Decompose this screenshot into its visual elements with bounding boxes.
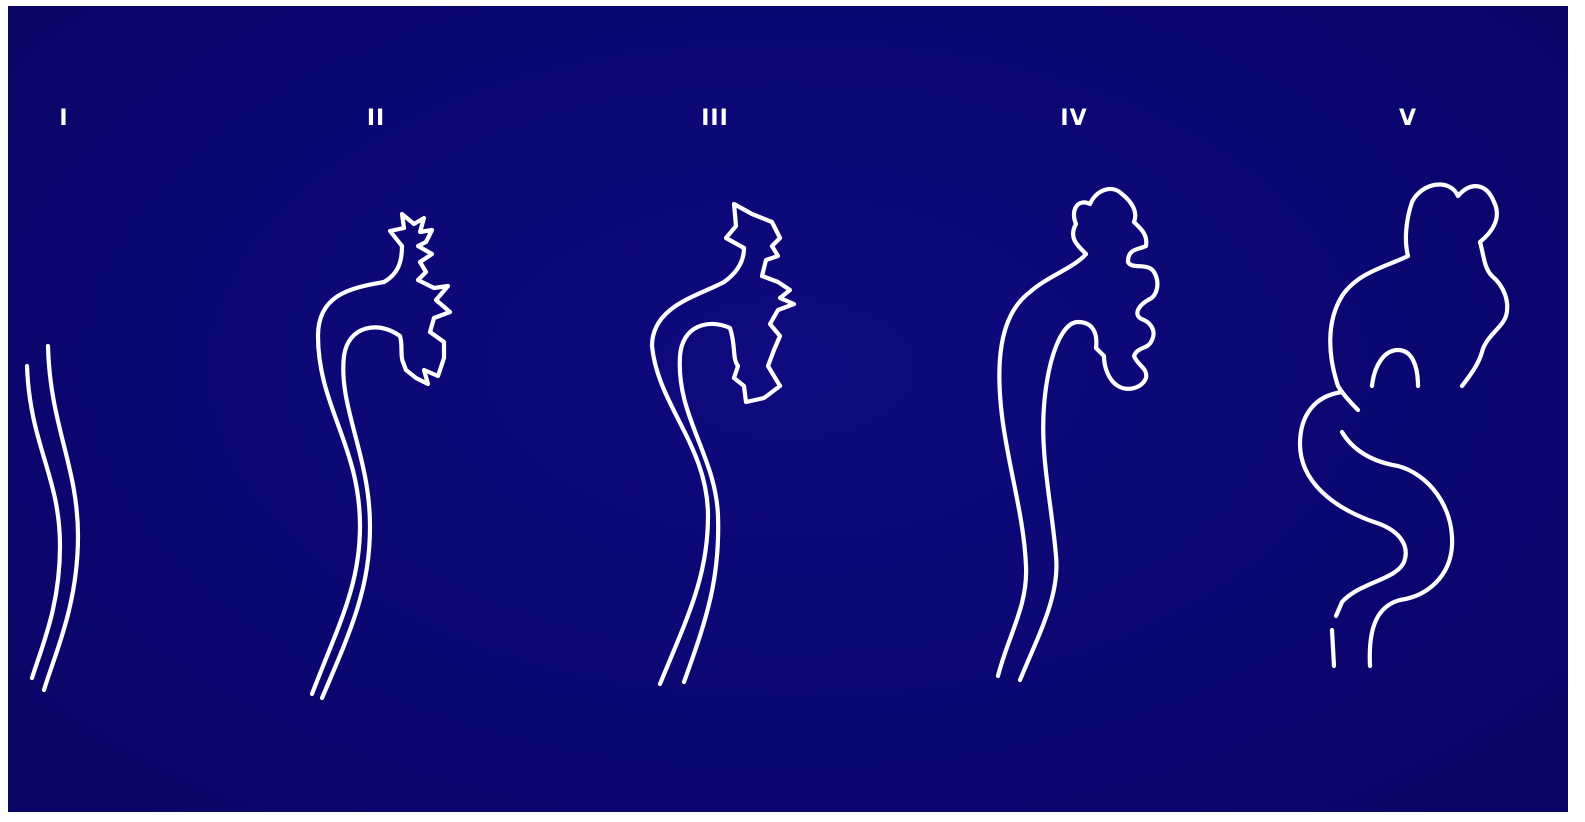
grade-1-ureter [27, 346, 78, 690]
grade-2-ureter-kidney [312, 214, 450, 698]
grade-5-ureter-kidney [1300, 185, 1507, 666]
diagram-artwork [8, 6, 1568, 812]
grade-4-ureter-kidney [998, 189, 1157, 680]
grade-3-ureter-kidney [652, 204, 794, 684]
diagram-slide: I II III IV V [8, 6, 1568, 812]
